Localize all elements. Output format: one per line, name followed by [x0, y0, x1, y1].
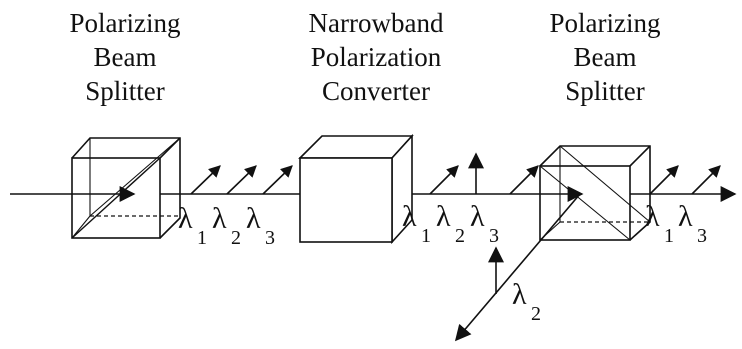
lambda-symbol: λ: [470, 200, 485, 233]
polarization-arrow: [649, 165, 679, 195]
title-line: Polarizing: [549, 8, 661, 38]
title-line: Polarizing: [69, 8, 181, 38]
wavelength-label-converted-3: λ 3: [470, 200, 499, 247]
polarization-arrow: [226, 165, 257, 195]
lambda-subscript: 3: [697, 225, 707, 247]
lambda-symbol: λ: [212, 202, 227, 235]
pbs-left-cube: [71, 137, 181, 239]
title-pbs-left: Polarizing Beam Splitter: [40, 6, 210, 108]
wavelength-label-reflected-2: λ 2: [512, 278, 541, 325]
wavelength-label-input-3: λ 3: [246, 202, 275, 249]
lambda-symbol: λ: [645, 200, 660, 233]
title-line: Beam: [573, 42, 637, 72]
title-line: Splitter: [565, 76, 645, 106]
lambda-symbol: λ: [178, 202, 193, 235]
pbs-right-cube: [539, 145, 651, 241]
polarization-arrow: [429, 165, 459, 195]
lambda-symbol: λ: [512, 278, 527, 311]
converter-cube: [298, 133, 414, 245]
wavelength-label-through-3: λ 3: [678, 200, 707, 247]
title-line: Splitter: [85, 76, 165, 106]
wavelength-label-input-2: λ 2: [212, 202, 241, 249]
polarization-arrow: [691, 165, 721, 195]
lambda-subscript: 1: [664, 225, 674, 247]
title-line: Beam: [93, 42, 157, 72]
wavelength-label-converted-2: λ 2: [436, 200, 465, 247]
lambda-subscript: 1: [197, 227, 207, 249]
lambda-subscript: 2: [231, 227, 241, 249]
wavelength-label-input-1: λ 1: [178, 202, 207, 249]
lambda-symbol: λ: [436, 200, 451, 233]
lambda-symbol: λ: [246, 202, 261, 235]
title-converter: Narrowband Polarization Converter: [276, 6, 476, 108]
lambda-subscript: 1: [421, 225, 431, 247]
polarization-arrow: [509, 165, 539, 195]
title-pbs-right: Polarizing Beam Splitter: [520, 6, 690, 108]
lambda-subscript: 2: [455, 225, 465, 247]
reflected-beam: [454, 193, 581, 342]
wavelength-label-converted-1: λ 1: [402, 200, 431, 247]
title-line: Polarization: [310, 42, 442, 72]
title-line: Converter: [322, 76, 430, 106]
lambda-symbol: λ: [402, 200, 417, 233]
polarization-arrow: [190, 165, 221, 195]
lambda-subscript: 3: [489, 225, 499, 247]
lambda-subscript: 2: [531, 303, 541, 325]
title-line: Narrowband: [308, 8, 444, 38]
lambda-subscript: 3: [265, 227, 275, 249]
polarization-arrow: [262, 165, 293, 195]
lambda-symbol: λ: [678, 200, 693, 233]
wavelength-label-through-1: λ 1: [645, 200, 674, 247]
